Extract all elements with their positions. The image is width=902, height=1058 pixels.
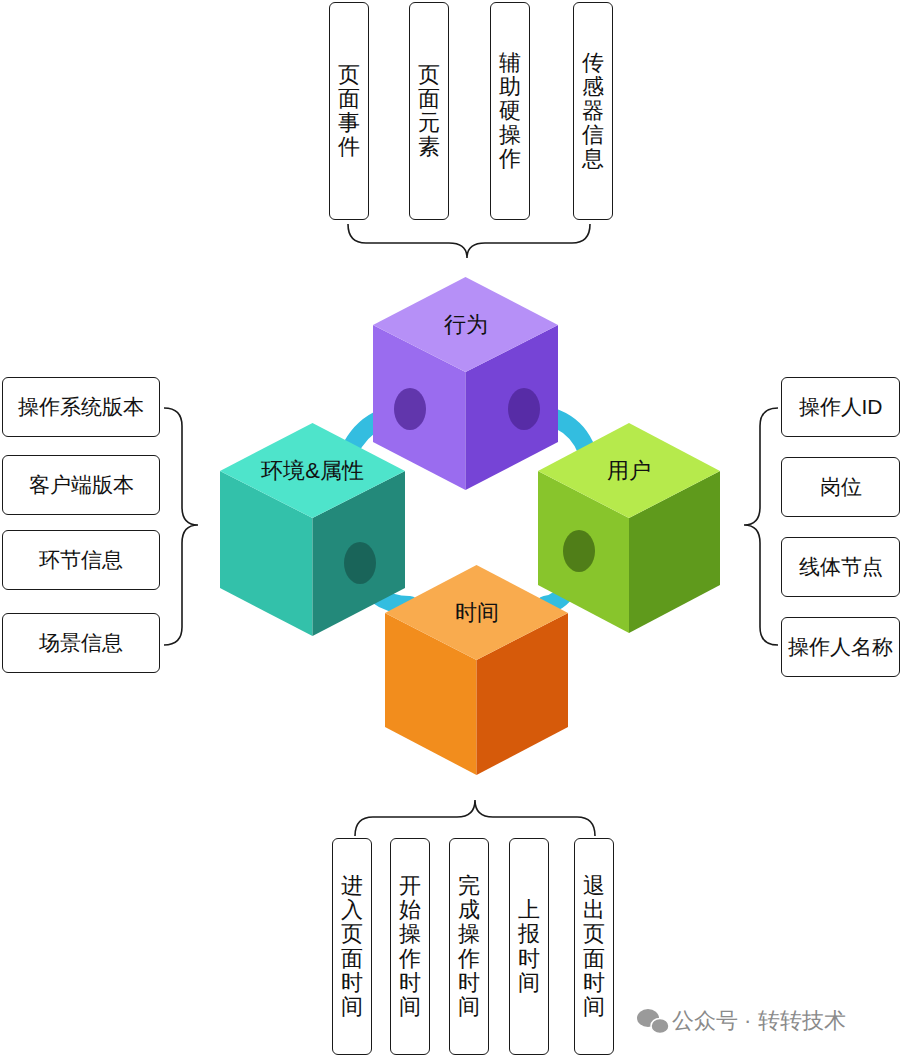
attribute-label: 场景信息 xyxy=(39,630,123,655)
attribute-box: 辅助硬操作 xyxy=(490,2,530,220)
curly-bracket xyxy=(355,800,595,836)
curly-bracket xyxy=(164,408,198,645)
tube-socket xyxy=(508,388,540,430)
attribute-label: 辅助硬操作 xyxy=(499,51,521,172)
cube-node: 时间 xyxy=(385,565,568,775)
tube-socket xyxy=(394,388,426,430)
cube-face xyxy=(385,565,568,660)
attribute-box: 页面事件 xyxy=(329,2,369,220)
attribute-box: 完成操作时间 xyxy=(449,838,489,1055)
attribute-box: 进入页面时间 xyxy=(332,838,372,1055)
attribute-label: 操作人名称 xyxy=(788,634,893,659)
cube-label: 用户 xyxy=(607,456,651,486)
wechat-icon xyxy=(637,1009,669,1034)
attribute-label: 操作系统版本 xyxy=(18,394,144,419)
cube-face xyxy=(538,423,720,518)
cube-face xyxy=(220,423,405,518)
attribute-box: 上报时间 xyxy=(509,838,549,1055)
cube-shape xyxy=(538,423,720,633)
cube-shape xyxy=(385,565,568,775)
cube-face xyxy=(373,277,558,372)
attribute-box: 环节信息 xyxy=(2,530,160,590)
attribute-label: 上报时间 xyxy=(518,898,540,995)
attribute-label: 完成操作时间 xyxy=(458,874,480,1019)
attribute-box: 客户端版本 xyxy=(2,455,160,515)
cube-node: 用户 xyxy=(538,423,720,633)
attribute-label: 传感器信息 xyxy=(582,51,604,172)
cube-node: 行为 xyxy=(373,277,558,490)
tube-socket xyxy=(563,530,595,572)
curly-bracket xyxy=(348,224,590,258)
cube-shape xyxy=(373,277,558,490)
cube-label: 时间 xyxy=(455,598,499,628)
attribute-box: 开始操作时间 xyxy=(390,838,430,1055)
attribute-label: 页面事件 xyxy=(338,63,360,160)
attribute-label: 客户端版本 xyxy=(29,472,134,497)
watermark: 公众号 · 转转技术 xyxy=(672,1006,846,1036)
attribute-box: 场景信息 xyxy=(2,613,160,673)
attribute-box: 线体节点 xyxy=(781,537,900,597)
attribute-label: 进入页面时间 xyxy=(341,874,363,1019)
attribute-box: 退出页面时间 xyxy=(574,838,614,1055)
cube-node: 环境&属性 xyxy=(220,423,405,636)
attribute-box: 页面元素 xyxy=(409,2,449,220)
curly-bracket xyxy=(744,408,778,645)
attribute-label: 环节信息 xyxy=(39,547,123,572)
attribute-label: 开始操作时间 xyxy=(399,874,421,1019)
attribute-box: 操作系统版本 xyxy=(2,377,160,437)
attribute-box: 操作人名称 xyxy=(781,617,900,677)
attribute-box: 操作人ID xyxy=(781,377,900,437)
cube-shape xyxy=(220,423,405,636)
attribute-label: 页面元素 xyxy=(418,63,440,160)
attribute-label: 退出页面时间 xyxy=(583,874,605,1019)
tube-socket xyxy=(344,542,376,584)
cube-label: 行为 xyxy=(444,310,488,340)
attribute-label: 操作人ID xyxy=(799,394,883,419)
attribute-label: 线体节点 xyxy=(799,554,883,579)
attribute-label: 岗位 xyxy=(820,474,862,499)
cube-label: 环境&属性 xyxy=(261,456,364,486)
attribute-box: 岗位 xyxy=(781,457,900,517)
attribute-box: 传感器信息 xyxy=(573,2,613,220)
